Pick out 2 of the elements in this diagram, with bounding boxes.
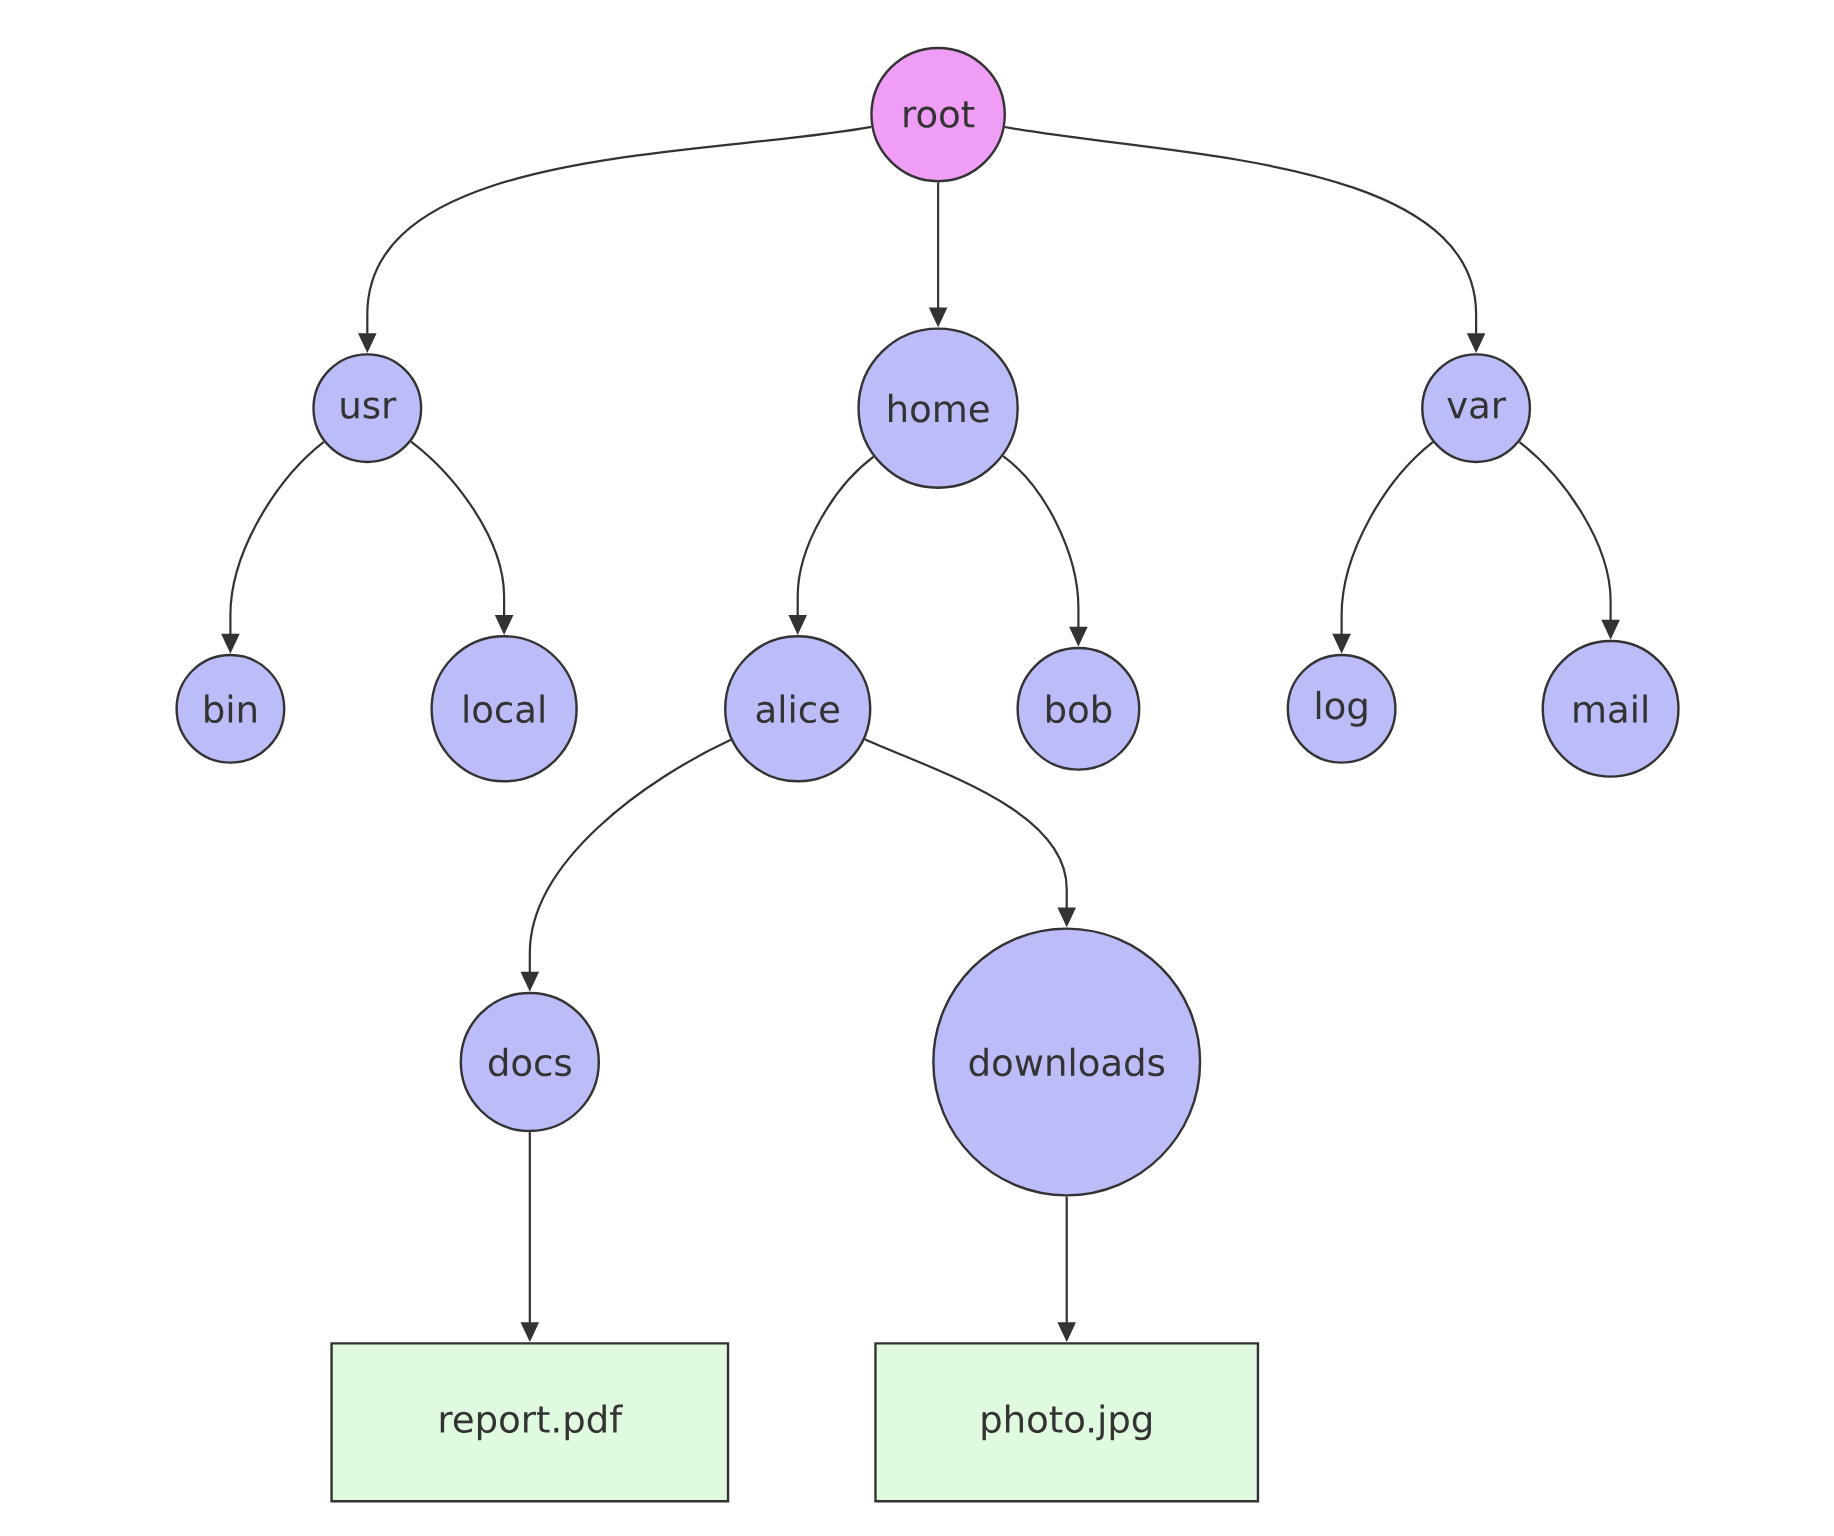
file-box: photo.jpg (874, 1342, 1260, 1503)
file-box: report.pdf (330, 1342, 730, 1503)
